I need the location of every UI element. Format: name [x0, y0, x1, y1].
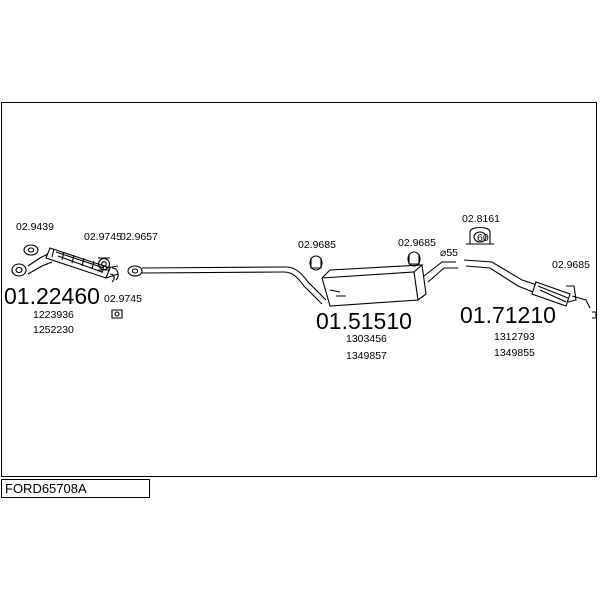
intermediate-pipe [141, 266, 327, 305]
fitting-label-02-9685-a: 02.9685 [298, 239, 336, 251]
ring-02-9439 [23, 244, 39, 256]
rear-pipe [463, 259, 571, 307]
diagram-frame [1, 102, 597, 477]
hanger-02-9685-c [566, 285, 597, 319]
front-ring-clamp [11, 263, 27, 277]
assembly-ref-2a: 1303456 [346, 333, 387, 345]
diagram-code: FORD65708A [1, 479, 150, 498]
pipe-diameter-label: ⌀55 [440, 247, 458, 259]
assembly-ref-1a: 1223936 [33, 309, 74, 321]
fitting-label-02-9745-top: 02.9745 [84, 231, 122, 243]
central-silencer [321, 264, 427, 307]
hanger-02-9685-b [407, 251, 421, 267]
hanger-02-9685-a [309, 255, 323, 271]
front-bend [109, 267, 119, 283]
fitting-label-02-9685-c: 02.9685 [552, 259, 590, 271]
connecting-pipe [423, 261, 458, 283]
gasket-02-9657 [127, 265, 143, 277]
assembly-number-2: 01.51510 [316, 308, 412, 334]
assembly-ref-3b: 1349855 [494, 347, 535, 359]
fitting-label-02-9745-low: 02.9745 [104, 293, 142, 305]
fitting-label-02-9657: 02.9657 [120, 231, 158, 243]
assembly-ref-2b: 1349857 [346, 350, 387, 362]
front-pipe [27, 247, 119, 279]
bracket-02-9745-low [111, 309, 123, 319]
clamp-size-label: 60 [477, 232, 489, 244]
assembly-ref-3a: 1312793 [494, 331, 535, 343]
assembly-ref-1b: 1252230 [33, 324, 74, 336]
gasket-02-9745-top [97, 257, 111, 271]
fitting-label-02-9685-b: 02.9685 [398, 237, 436, 249]
clamp-02-8161 [466, 226, 494, 245]
assembly-number-1: 01.22460 [4, 283, 100, 309]
assembly-number-3: 01.71210 [460, 302, 556, 328]
fitting-label-02-8161: 02.8161 [462, 213, 500, 225]
fitting-label-02-9439: 02.9439 [16, 221, 54, 233]
